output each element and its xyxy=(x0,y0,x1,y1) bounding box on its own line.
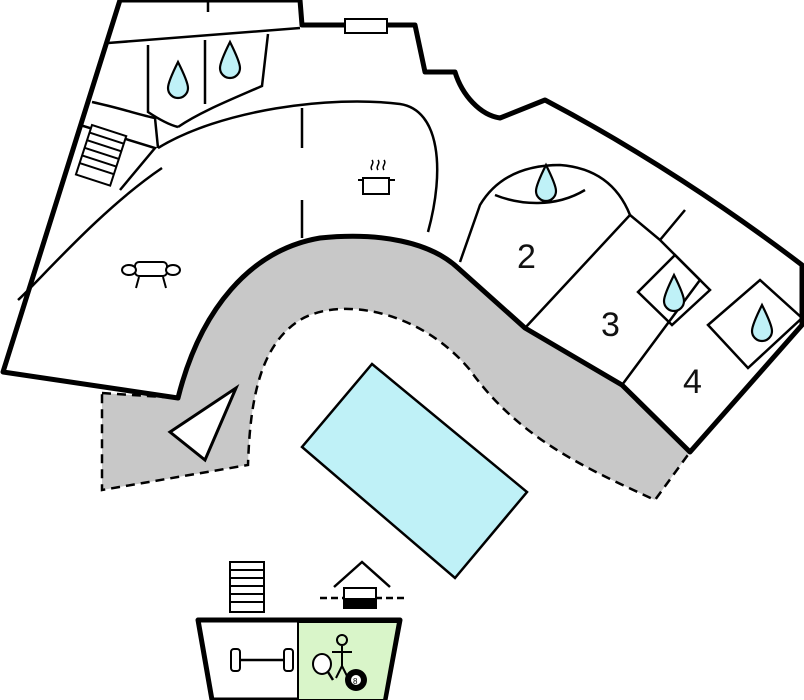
water-drop-icon xyxy=(534,162,558,203)
room-number-2: 2 xyxy=(517,238,536,276)
water-drop-icon xyxy=(218,39,242,80)
wall-bedroom-2 xyxy=(458,163,632,329)
dumbbell-icon xyxy=(230,648,294,672)
stairs-icon xyxy=(74,123,128,187)
pool xyxy=(300,362,529,580)
room-number-4: 4 xyxy=(683,363,702,401)
wall-living-inner xyxy=(17,166,163,301)
barbecue-grill-icon xyxy=(320,560,404,609)
table-football-icon xyxy=(332,634,352,679)
wall-living-arc xyxy=(157,100,439,233)
window-element xyxy=(344,18,388,34)
sofa-icon xyxy=(121,261,181,289)
table-tennis-icon xyxy=(312,653,335,681)
wall-bath-left xyxy=(146,45,179,129)
games-room xyxy=(297,621,400,700)
water-drop-icon xyxy=(166,59,190,100)
svg-text:8: 8 xyxy=(353,677,358,686)
wall-bedroom-2-bath xyxy=(494,188,586,205)
water-drop-icon xyxy=(750,302,774,343)
room-number-3: 3 xyxy=(601,306,620,344)
stairs-icon xyxy=(229,561,265,613)
wall-bedroom-3-bath xyxy=(636,253,712,327)
sunbed-icon xyxy=(167,383,240,463)
wall-corridor xyxy=(91,100,160,149)
water-drop-icon xyxy=(662,272,686,313)
wall-bedroom-4-bath xyxy=(706,278,804,370)
cooking-pot-icon xyxy=(358,159,395,195)
wall-bath-top xyxy=(107,26,301,45)
billiard-8-ball-icon: 8 xyxy=(345,669,367,691)
wall-bath-right xyxy=(177,33,270,129)
